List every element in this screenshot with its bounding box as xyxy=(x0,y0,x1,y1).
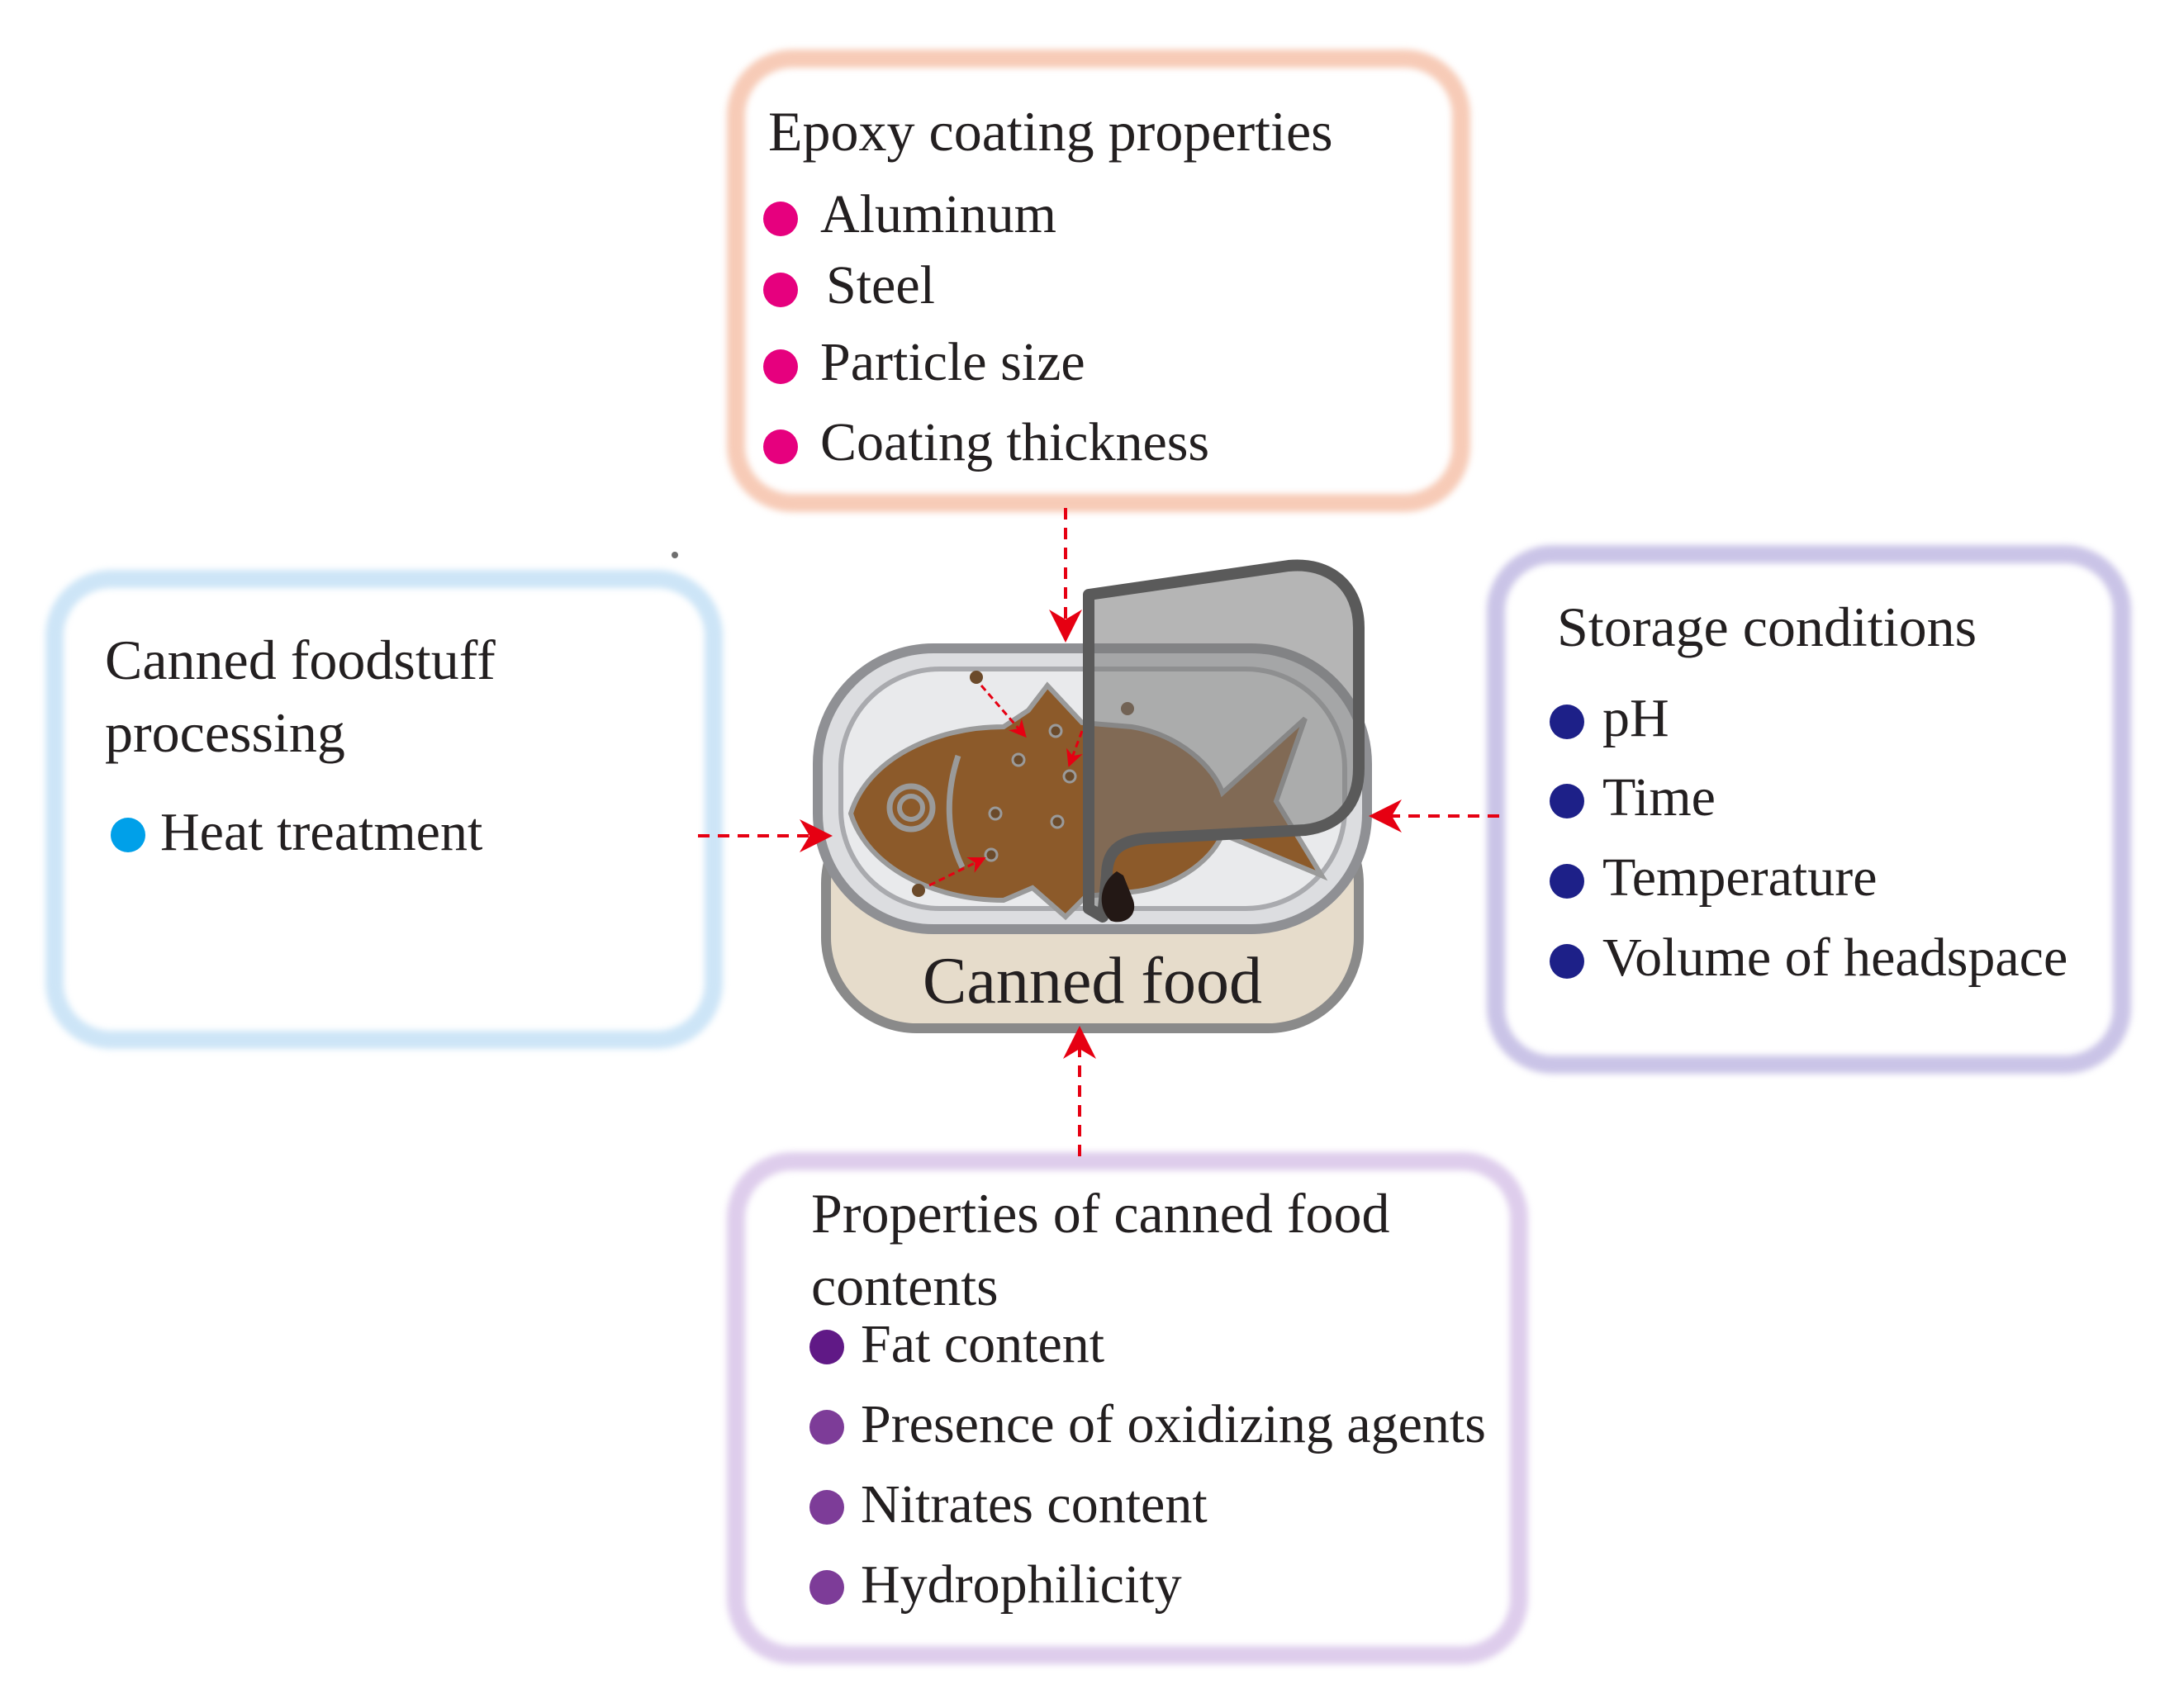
contents-panel-title-line1: Properties of canned food xyxy=(811,1182,1390,1245)
epoxy-panel-title: Epoxy coating properties xyxy=(768,100,1333,163)
processing-item-heat-treatment: Heat treatment xyxy=(160,802,483,862)
epoxy-panel-frame xyxy=(727,50,1470,512)
epoxy-bullet-4 xyxy=(763,429,798,464)
epoxy-item-aluminum: Aluminum xyxy=(820,184,1057,244)
contents-item-oxidizing-agents: Presence of oxidizing agents xyxy=(861,1394,1486,1454)
epoxy-item-steel: Steel xyxy=(826,255,935,316)
contents-item-hydrophilicity: Hydrophilicity xyxy=(861,1554,1182,1615)
storage-bullet-4 xyxy=(1550,944,1584,979)
epoxy-bullet-3 xyxy=(763,349,798,384)
storage-item-volume-of-headspace: Volume of headspace xyxy=(1602,928,2068,988)
contents-item-nitrates-content: Nitrates content xyxy=(861,1474,1208,1535)
contents-bullet-3 xyxy=(809,1490,844,1525)
storage-bullet-3 xyxy=(1550,864,1584,899)
processing-bullet-1 xyxy=(111,818,145,852)
storage-bullet-1 xyxy=(1550,705,1584,739)
epoxy-bullet-1 xyxy=(763,202,798,236)
contents-bullet-1 xyxy=(809,1330,844,1364)
processing-panel-title-line2: processing xyxy=(105,701,345,764)
contents-panel-frame xyxy=(727,1152,1528,1664)
contents-item-fat-content: Fat content xyxy=(861,1314,1105,1374)
epoxy-item-coating-thickness: Coating thickness xyxy=(820,412,1210,472)
processing-panel-frame xyxy=(45,570,723,1049)
contents-bullet-2 xyxy=(809,1410,844,1445)
epoxy-item-particle-size: Particle size xyxy=(820,332,1085,392)
canned-food-label: Canned food xyxy=(922,945,1262,1018)
epoxy-bullet-2 xyxy=(763,273,798,307)
storage-panel-title: Storage conditions xyxy=(1557,595,1977,658)
contents-panel-title-line2: contents xyxy=(811,1255,999,1317)
can-lid xyxy=(1083,559,1365,923)
storage-item-time: Time xyxy=(1602,767,1716,828)
processing-panel-title-line1: Canned foodstuff xyxy=(105,629,496,691)
storage-item-temperature: Temperature xyxy=(1602,847,1878,908)
contents-bullet-4 xyxy=(809,1570,844,1605)
storage-item-ph: pH xyxy=(1602,688,1669,748)
storage-bullet-2 xyxy=(1550,784,1584,818)
storage-panel-frame xyxy=(1487,545,2131,1074)
